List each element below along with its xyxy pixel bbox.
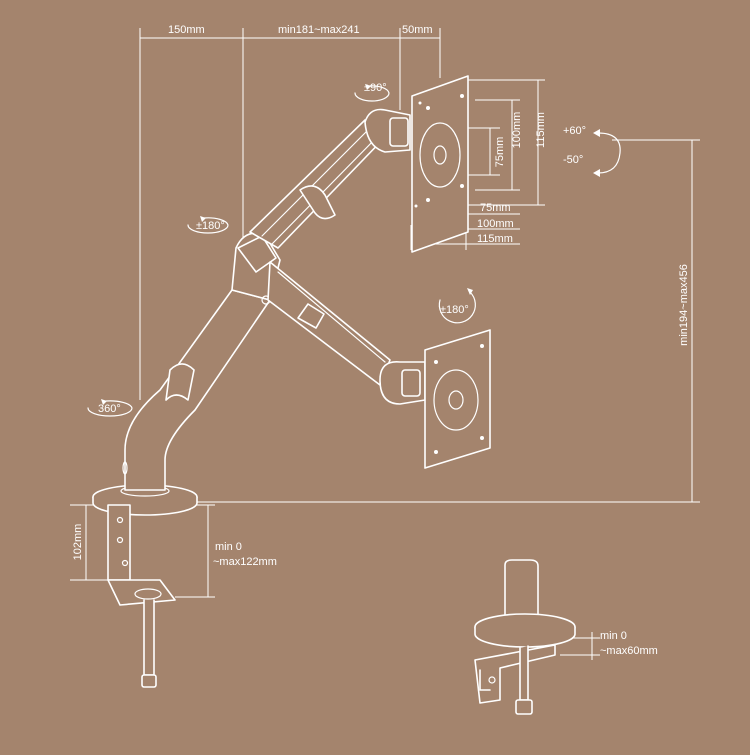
- clamp-pad: [134, 588, 162, 600]
- clamp-foot: [107, 579, 176, 606]
- clamp-knob: [141, 674, 157, 688]
- upper-arm-line: [271, 133, 381, 245]
- dim-clamp-height: 102mm: [72, 524, 84, 561]
- grommet-mount-detail: [474, 559, 576, 715]
- rotation-head: ±180°: [440, 304, 469, 316]
- rotation-elbow: ±180°: [196, 220, 225, 232]
- vesa-hole: [418, 101, 422, 105]
- vesa-disc-bottom: [433, 369, 479, 431]
- grommet-knob: [515, 699, 533, 715]
- rotation-labels: ±90° ±180° ±180° 360° +60° -50°: [87, 82, 621, 417]
- tilt-arrow-icon: [593, 169, 600, 177]
- tilt-down: -50°: [563, 154, 583, 166]
- cable-clip-lower-arm: [297, 303, 325, 329]
- tilt-arrow-icon: [593, 129, 600, 137]
- grommet-rod: [519, 645, 529, 701]
- vesa-hub-top: [433, 145, 447, 165]
- dim-vesa-115-vertical: 115mm: [535, 112, 547, 148]
- tilt-knuckle-bottom: [401, 369, 421, 397]
- pole: [124, 289, 271, 491]
- rotation-base: 360°: [98, 403, 121, 415]
- vesa-hole: [460, 94, 464, 98]
- rotation-arrow-icon: [438, 291, 476, 324]
- lower-arm-line: [277, 271, 386, 363]
- upper-arm-line: [261, 127, 371, 237]
- vesa-hole: [414, 204, 418, 208]
- rotation-arrow-icon: [365, 84, 371, 90]
- vesa-hole: [460, 184, 464, 188]
- clamp-screw: [116, 536, 124, 544]
- grommet-pole: [504, 559, 539, 621]
- dim-clamp-max: ~max122mm: [213, 556, 277, 568]
- vesa-hole: [434, 450, 438, 454]
- grommet-disc-edge: [474, 626, 576, 648]
- pole-detail: [122, 461, 128, 475]
- cable-clip-lower: [165, 363, 195, 401]
- dim-height-range: min194~max456: [678, 264, 690, 346]
- tilt-arrow-icon: [597, 132, 621, 174]
- rotation-arrow-icon: [87, 400, 133, 417]
- dimension-labels: 150mm min181~max241 50mm 75mm 100mm 115m…: [72, 24, 690, 657]
- dim-grommet-max: ~max60mm: [600, 645, 658, 657]
- vesa-hub-bottom: [448, 390, 464, 410]
- grommet-screw: [488, 676, 496, 684]
- rotation-arrow-icon: [200, 216, 206, 222]
- vesa-plate-bottom: [424, 329, 491, 469]
- rotation-arrow-icon: [354, 85, 390, 102]
- monitor-arm: [92, 75, 491, 688]
- vesa-hole: [426, 106, 430, 110]
- dim-vesa-75-vertical: 75mm: [494, 137, 506, 168]
- tilt-knuckle-top: [389, 117, 409, 147]
- vesa-disc-top: [419, 122, 461, 188]
- vesa-hole: [426, 198, 430, 202]
- dim-clamp-min: min 0: [215, 541, 242, 553]
- dim-vesa-115-horizontal: 115mm: [477, 233, 513, 245]
- clamp-screw: [116, 516, 124, 524]
- rotation-arrow-icon: [467, 288, 473, 295]
- cable-clip-upper: [299, 185, 336, 220]
- clamp-screw: [121, 559, 129, 567]
- vesa-hole: [480, 436, 484, 440]
- dim-arm-reach: 150mm: [168, 24, 205, 36]
- lower-arm: [267, 261, 391, 386]
- dim-vesa-75-horizontal: 75mm: [480, 202, 511, 214]
- grommet-bracket: [474, 644, 556, 704]
- vesa-hole: [434, 360, 438, 364]
- vesa-hole: [480, 344, 484, 348]
- dim-vesa-100-vertical: 100mm: [511, 112, 523, 149]
- elbow-housing: [237, 235, 277, 273]
- grommet-bracket-edge: [479, 669, 491, 691]
- rotation-arrow-icon: [187, 217, 229, 234]
- rotation-top: ±90°: [364, 82, 387, 94]
- dim-grommet-min: min 0: [600, 630, 627, 642]
- clamp-rod: [143, 599, 155, 676]
- tilt-up: +60°: [563, 125, 586, 137]
- dim-arm-extension: min181~max241: [278, 24, 360, 36]
- rotation-arrow-icon: [101, 399, 107, 405]
- dimension-lines: [70, 28, 700, 660]
- dim-vesa-offset: 50mm: [402, 24, 433, 36]
- dim-vesa-100-horizontal: 100mm: [477, 218, 514, 230]
